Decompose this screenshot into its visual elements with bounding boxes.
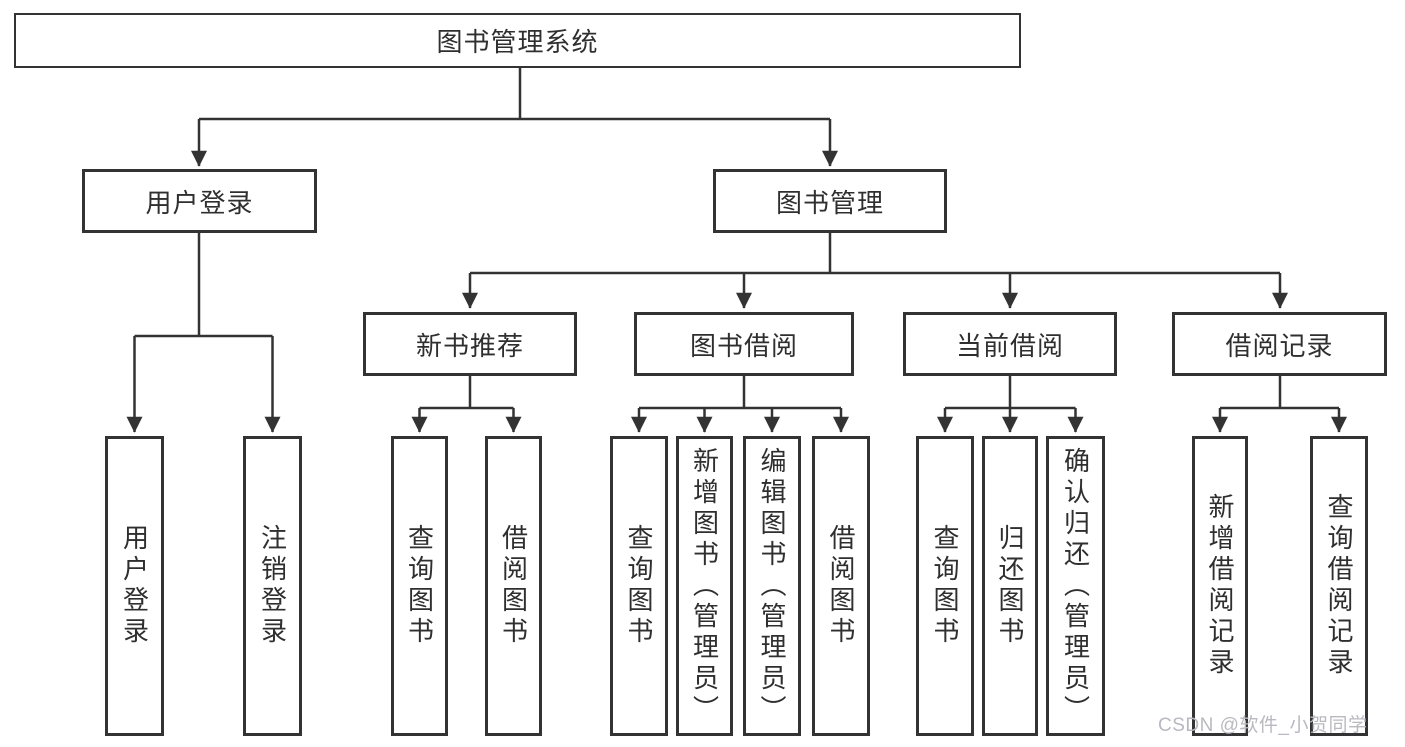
node-root-system: 图书管理系统 xyxy=(14,13,1021,68)
leaf-query-books-1-label: 查询图书 xyxy=(404,524,435,648)
leaf-add-borrow-record: 新增借阅记录 xyxy=(1192,436,1248,736)
node-book-management-label: 图书管理 xyxy=(775,187,884,218)
node-current-borrowing: 当前借阅 xyxy=(903,312,1117,376)
leaf-add-book-admin-label: 新增图书（管理员） xyxy=(689,446,720,726)
leaf-add-book-admin: 新增图书（管理员） xyxy=(676,436,733,736)
node-borrowing-records: 借阅记录 xyxy=(1172,312,1387,376)
leaf-query-books-3-label: 查询图书 xyxy=(930,524,960,648)
leaf-logout-label: 注销登录 xyxy=(257,524,288,648)
leaf-borrow-books-1-label: 借阅图书 xyxy=(498,524,529,648)
node-new-book-recommend: 新书推荐 xyxy=(363,312,577,376)
leaf-edit-book-admin-label: 编辑图书（管理员） xyxy=(757,446,787,726)
leaf-return-book-label: 归还图书 xyxy=(995,524,1025,648)
leaf-user-login: 用户登录 xyxy=(105,436,164,736)
leaf-query-books-1: 查询图书 xyxy=(391,436,448,736)
leaf-confirm-return-admin: 确认归还（管理员） xyxy=(1046,436,1105,736)
node-user-login: 用户登录 xyxy=(82,169,317,233)
leaf-borrow-books-2: 借阅图书 xyxy=(812,436,870,736)
leaf-return-book: 归还图书 xyxy=(982,436,1038,736)
node-new-book-recommend-label: 新书推荐 xyxy=(415,330,524,361)
leaf-borrow-books-2-label: 借阅图书 xyxy=(826,524,856,648)
node-user-login-label: 用户登录 xyxy=(145,187,254,218)
leaf-logout: 注销登录 xyxy=(243,436,302,736)
leaf-add-borrow-record-label: 新增借阅记录 xyxy=(1205,493,1235,679)
node-book-borrowing: 图书借阅 xyxy=(634,312,854,376)
node-book-borrowing-label: 图书借阅 xyxy=(689,330,798,361)
leaf-borrow-books-1: 借阅图书 xyxy=(485,436,542,736)
leaf-user-login-label: 用户登录 xyxy=(119,524,150,648)
node-root-label: 图书管理系统 xyxy=(436,27,599,57)
leaf-query-books-2-label: 查询图书 xyxy=(624,524,654,648)
csdn-watermark: CSDN @软件_小贺同学 xyxy=(1158,715,1368,736)
leaf-query-borrow-record-label: 查询借阅记录 xyxy=(1324,493,1354,679)
leaf-query-books-2: 查询图书 xyxy=(610,436,668,736)
leaf-confirm-return-admin-label: 确认归还（管理员） xyxy=(1060,446,1091,726)
node-book-management: 图书管理 xyxy=(713,169,947,233)
leaf-query-books-3: 查询图书 xyxy=(916,436,974,736)
node-borrowing-records-label: 借阅记录 xyxy=(1225,330,1334,361)
leaf-edit-book-admin: 编辑图书（管理员） xyxy=(743,436,801,736)
leaf-query-borrow-record: 查询借阅记录 xyxy=(1310,436,1368,736)
node-current-borrowing-label: 当前借阅 xyxy=(955,330,1064,361)
